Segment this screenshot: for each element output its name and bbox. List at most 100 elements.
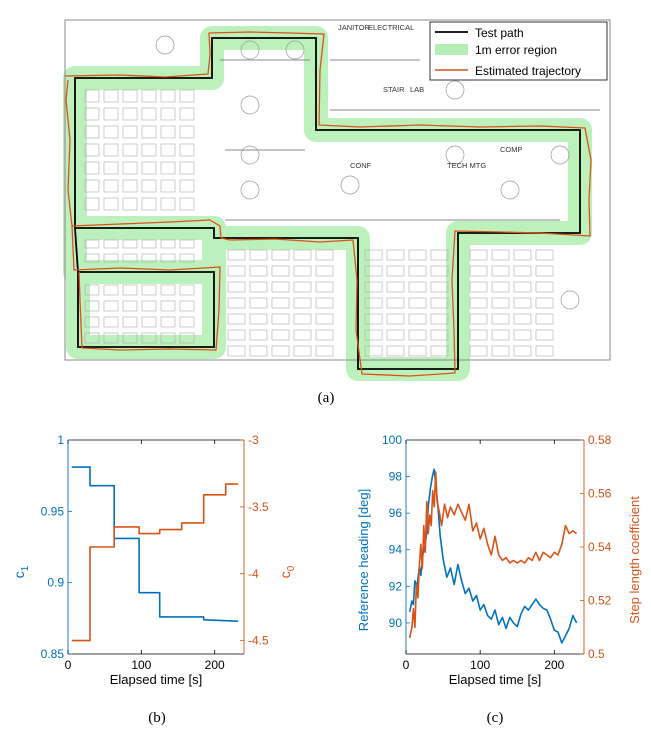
- desk-icon: [513, 265, 532, 277]
- legend-entry-error-region: 1m error region: [435, 43, 557, 57]
- desk-icon: [271, 297, 290, 309]
- floorplan-label: TECH MTG: [447, 161, 486, 170]
- floorplan-label: CONF: [350, 161, 372, 170]
- desk-icon: [535, 281, 554, 293]
- desk-icon: [430, 297, 449, 309]
- desk-icon: [84, 143, 100, 157]
- chart-c-x-tick-label: 100: [470, 658, 490, 672]
- desk-icon: [535, 313, 554, 325]
- desk-icon: [179, 107, 195, 121]
- chart-c-right-tick-label: 0.58: [588, 433, 612, 447]
- conference-table-icon: [240, 40, 260, 60]
- desk-icon: [84, 332, 100, 344]
- desk-icon: [160, 143, 176, 157]
- desk-icon: [103, 300, 119, 312]
- desk-icon: [103, 143, 119, 157]
- desk-icon: [491, 297, 510, 309]
- chart-c-right-ylabel: Step length coefficient: [627, 496, 642, 624]
- floorplan-panel: JANITOR ELECTRICAL STAIR LAB COMP CONF T…: [55, 8, 620, 406]
- desk-icon: [84, 89, 100, 103]
- chart-b-left-ylabel-text: c1: [11, 565, 31, 578]
- chart-b-xlabel: Elapsed time [s]: [110, 672, 203, 687]
- desk-icon: [430, 265, 449, 277]
- desk-icon: [315, 281, 334, 293]
- chart-b-right-tick-label: -4.5: [248, 634, 269, 648]
- desk-icon: [430, 345, 449, 357]
- chart-c-x-tick-label: 0: [403, 658, 410, 672]
- chart-b-x-tick-label: 0: [65, 658, 72, 672]
- chart-c-left-tick-label: 94: [389, 543, 403, 557]
- desk-icon: [141, 89, 157, 103]
- desk-icon: [141, 284, 157, 296]
- desk-icon: [103, 161, 119, 175]
- legend-entry-estimated-trajectory: Estimated trajectory: [435, 64, 581, 78]
- desk-icon: [227, 345, 246, 357]
- chart-b-left-ylabel: c1: [11, 565, 31, 578]
- desk-icon: [386, 249, 405, 261]
- desk-icon: [179, 300, 195, 312]
- chart-b-right-tick-label: -3: [248, 433, 259, 447]
- desk-icon: [179, 332, 195, 344]
- panel-a-caption: (a): [318, 390, 335, 406]
- legend-label: Test path: [475, 26, 524, 40]
- desk-icon: [293, 345, 312, 357]
- desk-icon: [491, 265, 510, 277]
- desk-icon: [160, 300, 176, 312]
- desk-icon: [84, 316, 100, 328]
- desk-icon: [103, 107, 119, 121]
- desk-icon: [141, 300, 157, 312]
- desk-icon: [293, 297, 312, 309]
- chart-c-left-tick-label: 100: [382, 433, 402, 447]
- chart-b-x-tick-label: 200: [205, 658, 225, 672]
- chart-b-right-tick-label: -3.5: [248, 500, 269, 514]
- desk-icon: [469, 313, 488, 325]
- legend-label: Estimated trajectory: [475, 64, 581, 78]
- chart-c-right-tick-label: 0.54: [588, 540, 612, 554]
- desk-icon: [491, 281, 510, 293]
- desk-icon: [141, 316, 157, 328]
- desk-icon: [141, 179, 157, 193]
- desk-icon: [179, 179, 195, 193]
- desk-icon: [160, 125, 176, 139]
- desk-icon: [535, 249, 554, 261]
- conference-table-icon: [560, 290, 580, 310]
- desk-icon: [103, 316, 119, 328]
- desk-icon: [491, 345, 510, 357]
- panel-c-caption: (c): [487, 710, 504, 726]
- desk-icon: [271, 345, 290, 357]
- desk-icon: [160, 197, 176, 211]
- desk-icon: [103, 239, 119, 249]
- desk-icon: [408, 281, 427, 293]
- desk-icon: [141, 239, 157, 249]
- desk-icon: [293, 265, 312, 277]
- desk-icon: [122, 253, 138, 263]
- desk-icon: [271, 313, 290, 325]
- desk-icon: [491, 329, 510, 341]
- desk-grid: [84, 35, 580, 357]
- desk-icon: [469, 329, 488, 341]
- chart-c-left-tick-label: 92: [389, 579, 403, 593]
- desk-icon: [141, 253, 157, 263]
- desk-icon: [84, 107, 100, 121]
- desk-icon: [408, 249, 427, 261]
- chart-c-series-right-line: [408, 471, 578, 639]
- chart-c-xlabel: Elapsed time [s]: [449, 672, 542, 687]
- desk-icon: [122, 89, 138, 103]
- desk-icon: [103, 332, 119, 344]
- desk-icon: [249, 249, 268, 261]
- desk-icon: [103, 197, 119, 211]
- desk-icon: [315, 345, 334, 357]
- desk-icon: [179, 125, 195, 139]
- desk-icon: [249, 329, 268, 341]
- desk-icon: [141, 107, 157, 121]
- chart-b-right-ylabel-main: c: [277, 571, 293, 578]
- desk-icon: [513, 313, 532, 325]
- desk-icon: [84, 239, 100, 249]
- desk-icon: [103, 125, 119, 139]
- chart-b-left-tick-label: 0.85: [41, 647, 65, 661]
- floorplan-label: COMP: [500, 145, 523, 154]
- desk-icon: [141, 125, 157, 139]
- desk-icon: [386, 345, 405, 357]
- desk-icon: [491, 313, 510, 325]
